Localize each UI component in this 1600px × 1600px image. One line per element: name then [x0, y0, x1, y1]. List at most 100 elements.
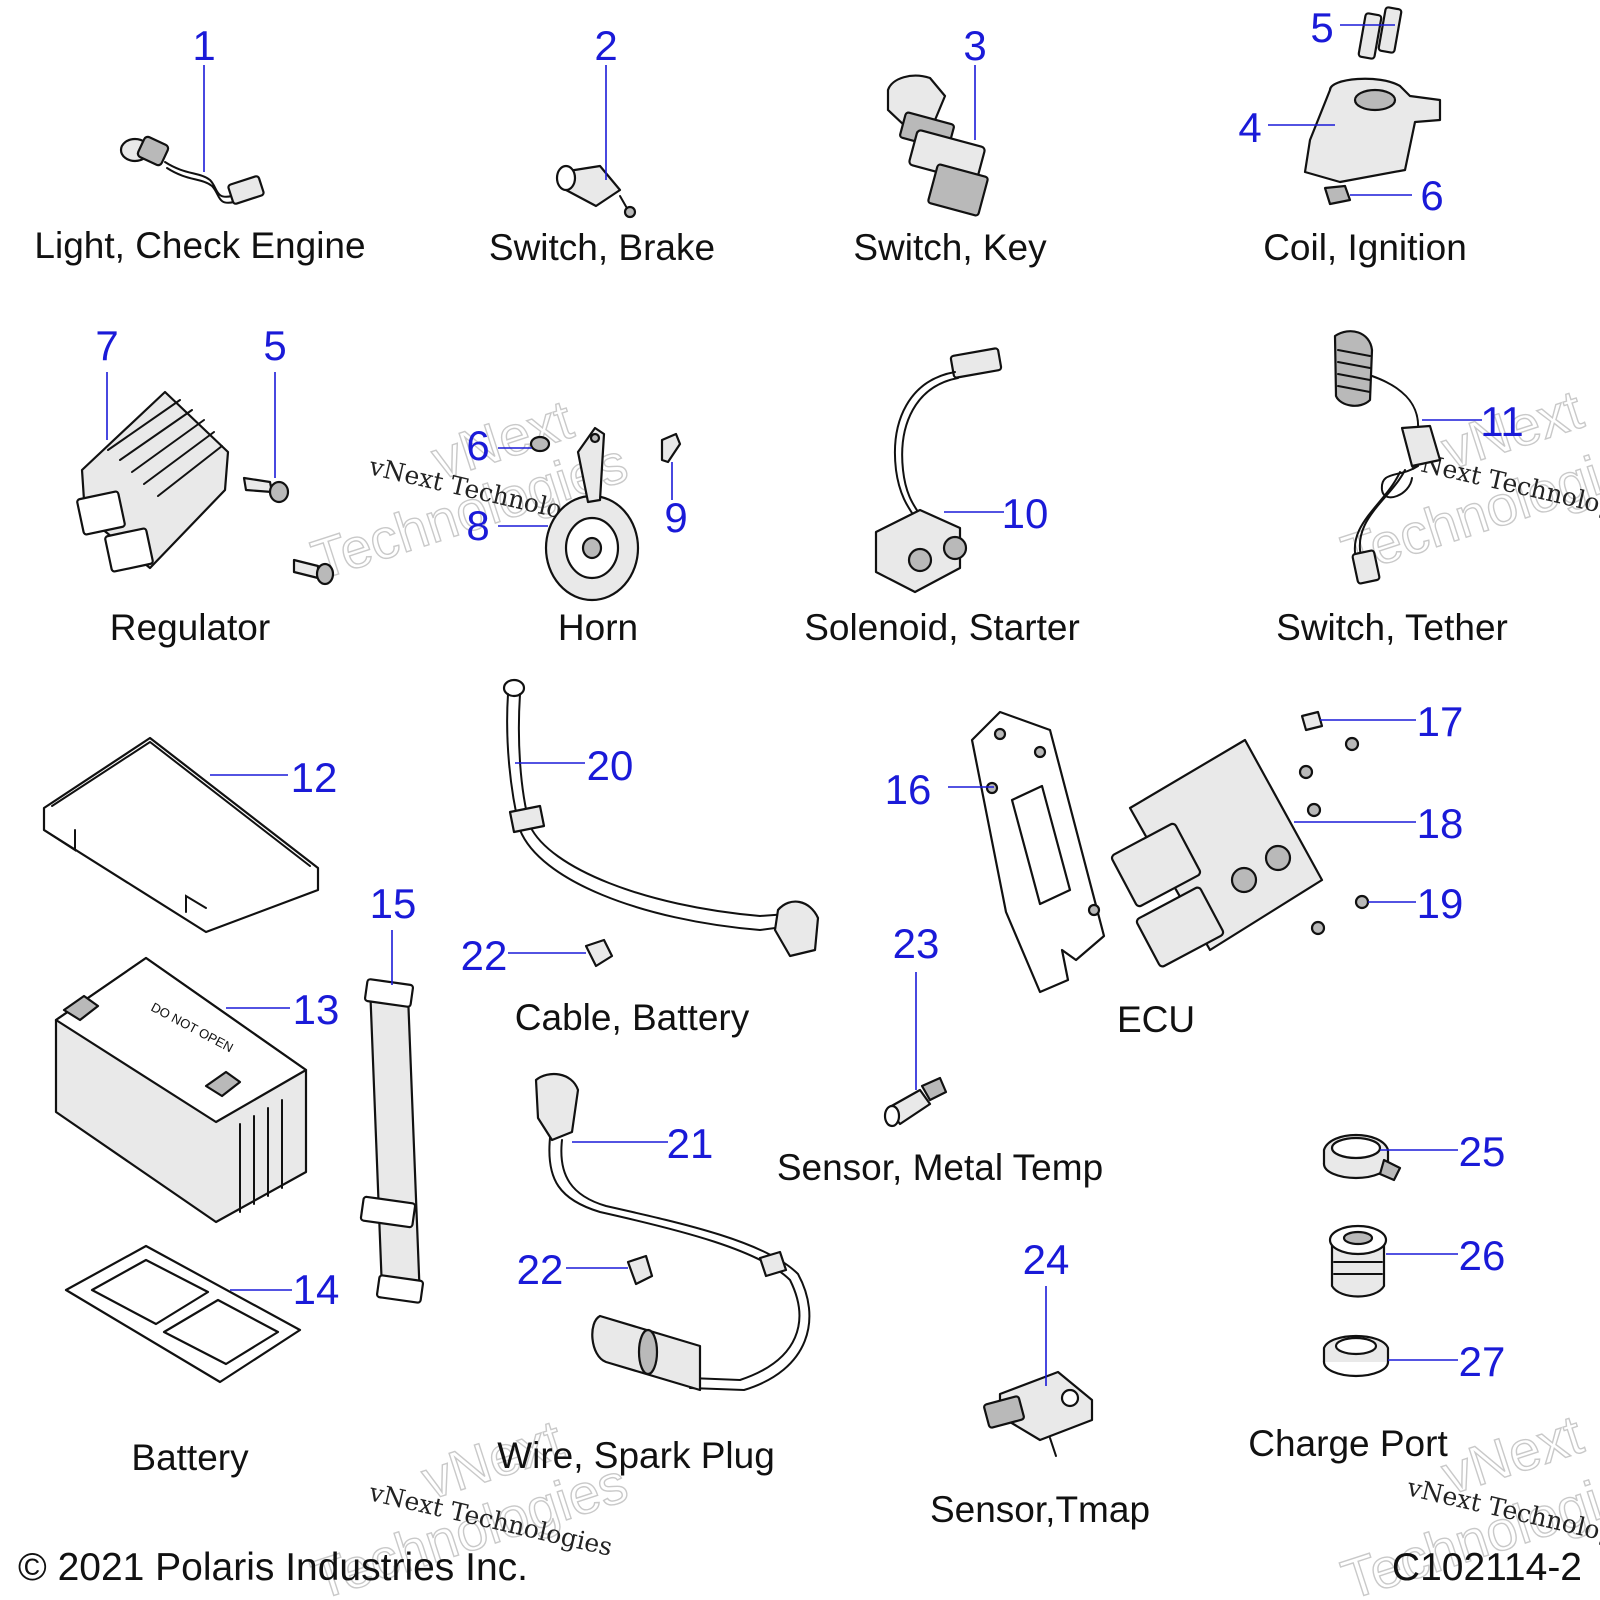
- part-check-engine-light: [119, 135, 265, 205]
- callout-number: 25: [1459, 1128, 1506, 1175]
- label-ignition-coil: Coil, Ignition: [1263, 227, 1467, 268]
- part-ignition-coil: [1303, 6, 1442, 206]
- label-regulator: Regulator: [110, 607, 270, 648]
- nut-6: [1323, 184, 1352, 206]
- part-starter-solenoid: [874, 347, 1003, 594]
- tmap-connector: [983, 1395, 1025, 1429]
- light-housing: [136, 135, 170, 167]
- callout-number: 18: [1417, 800, 1464, 847]
- bolt-5b: [1377, 6, 1403, 54]
- label-key-switch: Switch, Key: [853, 227, 1047, 268]
- callout-number: 12: [291, 754, 338, 801]
- ecu-connector-a: [1110, 822, 1202, 908]
- bolt-5: [1357, 12, 1383, 60]
- label-spark-plug-wire: Wire, Spark Plug: [497, 1435, 775, 1476]
- connector-a: [76, 490, 126, 536]
- battery-top: [54, 956, 308, 1124]
- label-metal-temp-sensor: Sensor, Metal Temp: [777, 1147, 1103, 1188]
- label-brake-switch: Switch, Brake: [489, 227, 715, 268]
- callout-number: 3: [963, 22, 986, 69]
- terminal-b: [942, 535, 968, 561]
- callout-number: 5: [263, 322, 286, 369]
- solenoid-connector: [949, 347, 1003, 379]
- callout-number: 23: [893, 920, 940, 967]
- label-battery: Battery: [131, 1437, 249, 1478]
- callout-number: 22: [517, 1246, 564, 1293]
- charge-port-socket: [1330, 1238, 1386, 1298]
- part-charge-port: [1322, 1133, 1402, 1378]
- callout-number: 2: [594, 22, 617, 69]
- part-tmap-sensor: [983, 1370, 1094, 1457]
- cable-boot: [773, 900, 820, 958]
- strap-body: [368, 983, 422, 1302]
- part-regulator: [76, 390, 335, 586]
- battery-terminal-a: [62, 994, 100, 1022]
- strap-buckle-top: [363, 978, 415, 1008]
- pad-frame: [64, 1244, 302, 1384]
- part-horn: [529, 426, 682, 602]
- callout-number: 21: [667, 1120, 714, 1167]
- part-metal-temp-sensor: [883, 1076, 948, 1128]
- label-horn: Horn: [558, 607, 638, 648]
- callout-number: 13: [293, 986, 340, 1033]
- callout-number: 19: [1417, 880, 1464, 927]
- callout-number: 24: [1023, 1236, 1070, 1283]
- callout-number: 16: [885, 766, 932, 813]
- callout-number: 1: [192, 22, 215, 69]
- label-tmap-sensor: Sensor,Tmap: [930, 1489, 1150, 1530]
- label-ecu: ECU: [1117, 999, 1195, 1040]
- nut-6: [529, 435, 551, 453]
- callout-number: 5: [1310, 4, 1333, 51]
- spark-plug-boot: [534, 1072, 580, 1142]
- callout-number: 26: [1459, 1232, 1506, 1279]
- part-battery-cover: [42, 736, 320, 934]
- strap-buckle-mid: [359, 1195, 417, 1229]
- ecu-connector-b: [1135, 886, 1225, 968]
- label-charge-port: Charge Port: [1248, 1423, 1448, 1464]
- callout-number: 4: [1238, 104, 1261, 151]
- part-ecu: [970, 710, 1370, 994]
- callout-number: 8: [466, 502, 489, 549]
- light-connector: [227, 175, 265, 205]
- horn-bracket: [576, 426, 606, 504]
- callout-number: 9: [664, 494, 687, 541]
- bolt-5: [242, 476, 274, 494]
- part-battery-strap: [359, 978, 425, 1304]
- callout-number: 15: [370, 880, 417, 927]
- bolt-9: [660, 432, 682, 464]
- callout-number: 22: [461, 932, 508, 979]
- callout-number: 6: [466, 422, 489, 469]
- part-battery-pad: [64, 1244, 302, 1384]
- part-brake-switch: [555, 164, 637, 219]
- cable-clip: [508, 804, 546, 834]
- screw-19: [1354, 894, 1370, 910]
- tether-switch-body: [1400, 424, 1442, 468]
- callout-number: 7: [95, 322, 118, 369]
- label-check-engine-light: Light, Check Engine: [34, 225, 365, 266]
- bolt-22: [584, 938, 614, 968]
- label-tether-switch: Switch, Tether: [1276, 607, 1508, 648]
- label-starter-solenoid: Solenoid, Starter: [804, 607, 1080, 648]
- callout-number: 17: [1417, 698, 1464, 745]
- tether-connector: [1351, 549, 1381, 585]
- tether-coil: [1333, 330, 1374, 407]
- part-spark-plug-wire: [534, 1072, 811, 1392]
- callout-number: 27: [1459, 1338, 1506, 1385]
- callout-number: 14: [293, 1266, 340, 1313]
- callout-number: 11: [1480, 398, 1524, 445]
- part-key-switch: [886, 74, 989, 217]
- label-battery-cable: Cable, Battery: [515, 997, 750, 1038]
- callout-number: 6: [1420, 172, 1443, 219]
- bolt-22: [626, 1254, 654, 1286]
- part-battery-cable: [502, 678, 820, 968]
- callout-number: 20: [587, 742, 634, 789]
- terminal-a: [907, 547, 933, 573]
- wire-clip: [758, 1250, 788, 1278]
- diagram-code: C102114-2: [1392, 1546, 1582, 1589]
- callout-number: 10: [1002, 490, 1049, 537]
- copyright-notice: © 2021 Polaris Industries Inc.: [18, 1546, 528, 1589]
- cable-ring-terminal: [502, 678, 526, 698]
- part-tether-switch: [1333, 330, 1442, 585]
- fastener-17: [1300, 710, 1324, 732]
